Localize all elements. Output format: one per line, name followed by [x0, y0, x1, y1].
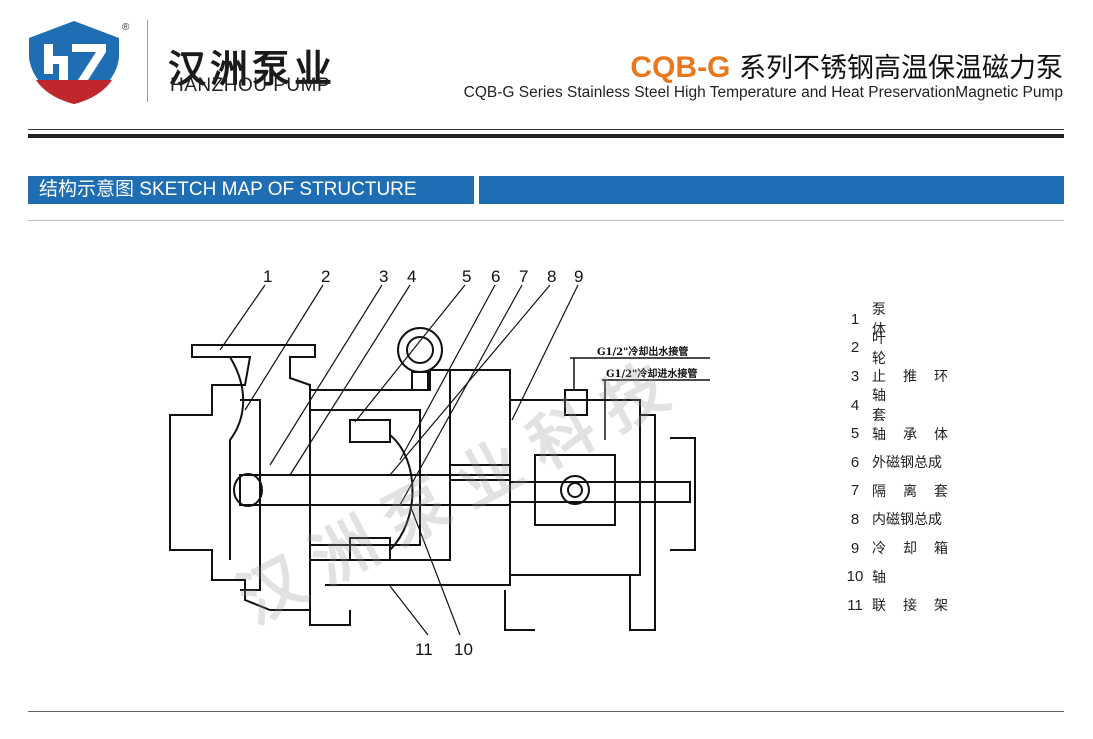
header-rule-thin	[28, 129, 1064, 130]
callout-8: 8	[547, 267, 556, 286]
callout-11: 11	[415, 640, 433, 659]
brand-name-en: HANZHOU PUMP	[170, 75, 331, 96]
cooling-inlet-note: G1/2"冷却进水接管	[606, 367, 697, 380]
callout-6: 6	[491, 267, 500, 286]
callout-2: 2	[321, 267, 330, 286]
title-cn: 系列不锈钢高温保温磁力泵	[730, 53, 1063, 84]
callout-1: 1	[263, 267, 272, 286]
header-rule-thick	[28, 134, 1064, 138]
cooling-outlet-note: G1/2"冷却出水接管	[597, 345, 688, 358]
hanzhou-logo: ®	[29, 21, 130, 104]
page-title: CQB-G 系列不锈钢高温保温磁力泵	[630, 46, 1063, 85]
callout-4: 4	[407, 267, 416, 286]
callout-5: 5	[462, 267, 471, 286]
brand-name-cn: 汉洲泵业	[168, 47, 337, 91]
footer-rule	[28, 711, 1064, 712]
section-title: 结构示意图 SKETCH MAP OF STRUCTURE	[28, 176, 474, 204]
structure-diagram: 1 2 3 4 5 6 7 8 9 11 10 G1/2"冷却出水接管 G1/2…	[169, 267, 710, 659]
registered-mark: ®	[122, 22, 130, 33]
callouts-top: 1 2 3 4 5 6 7 8 9	[263, 267, 583, 286]
callout-9: 9	[574, 267, 583, 286]
model-code: CQB-G	[630, 51, 731, 84]
callout-10: 10	[454, 640, 473, 659]
brand-divider	[147, 20, 148, 102]
callout-7: 7	[519, 267, 528, 286]
callout-3: 3	[379, 267, 388, 286]
section-rule	[28, 220, 1064, 221]
page-subtitle: CQB-G Series Stainless Steel High Temper…	[463, 84, 1063, 101]
section-bar	[479, 176, 1064, 204]
